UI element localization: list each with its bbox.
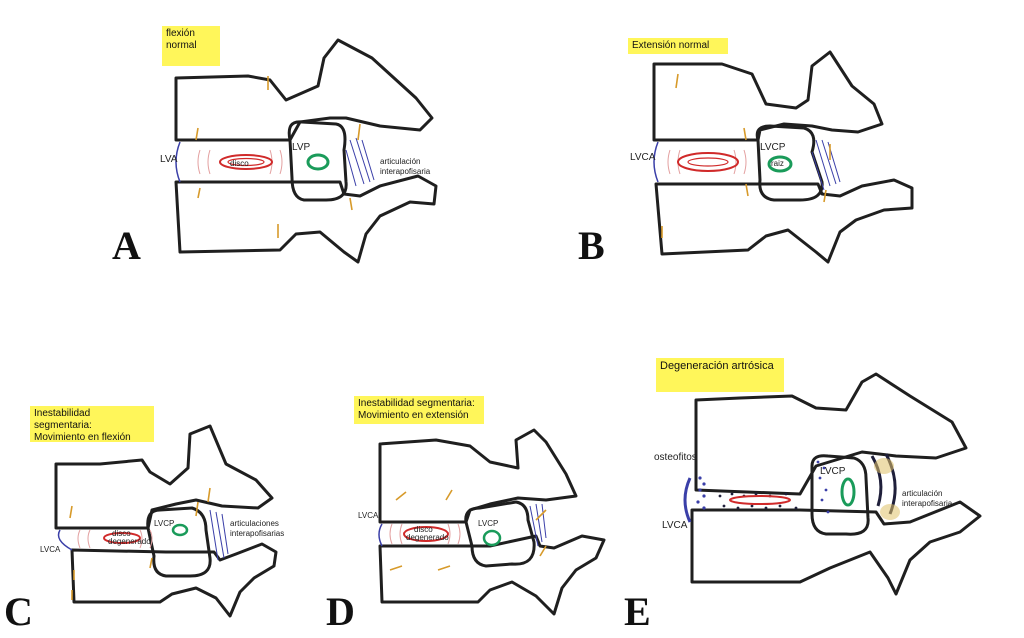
label-articulacion-2: interapofisaria [380, 167, 431, 176]
canal-outline [755, 124, 824, 202]
nerve-root [306, 153, 330, 171]
label-disco-2: degenerado [108, 537, 151, 546]
label-disco-1: disco [414, 525, 433, 534]
label-articulaciones-2: interapofisarias [230, 529, 284, 538]
motion-arrows [195, 76, 361, 238]
diagram-e: osteofitos LVCA LVCP articulación intera… [654, 372, 982, 596]
label-disco: disco [230, 159, 249, 168]
label-disco-1: disco [112, 529, 131, 538]
anterior-osteophyte [683, 477, 692, 523]
label-lvca: LVCA [40, 545, 61, 554]
label-lva: LVA [160, 154, 178, 165]
nerve-root [767, 155, 793, 173]
label-articulaciones-1: articulaciones [230, 519, 279, 528]
disc-nucleus [729, 495, 791, 505]
label-lvcp: LVCP [820, 466, 846, 477]
letter-e: E [624, 589, 651, 634]
label-lvca: LVCA [662, 520, 688, 531]
upper-vertebra [378, 428, 578, 524]
panel-d: Inestabilidad segmentaria: Movimiento en… [326, 380, 660, 638]
label-osteofitos: osteofitos [654, 452, 697, 463]
canal-outline [287, 120, 348, 202]
diagram-b: LVCA LVCP raiz [630, 50, 914, 264]
letter-c: C [4, 589, 33, 634]
label-raiz: raiz [771, 159, 784, 168]
lower-vertebra [70, 542, 278, 618]
osteophyte-dots [696, 460, 830, 514]
motion-arrows [69, 487, 211, 600]
anterior-ligament [57, 529, 73, 551]
motion-arrows [389, 489, 547, 571]
panel-c: Inestabilidad segmentaria: Movimiento en… [0, 380, 340, 638]
note-degeneracion-artrosica: Degeneración artrósica [656, 358, 784, 392]
label-lvcp: LVCP [760, 142, 786, 153]
label-lvcp: LVCP [478, 519, 498, 528]
note-inestabilidad-extension: Inestabilidad segmentaria: Movimiento en… [354, 396, 484, 424]
motion-arrows [661, 73, 831, 238]
label-lvca: LVCA [630, 152, 656, 163]
label-disco-2: degenerado [406, 533, 449, 542]
canal-outline [810, 454, 870, 536]
disc-nucleus [677, 152, 739, 172]
diagram-a: LVA disco LVP articulación interapofisar… [160, 38, 438, 264]
anterior-ligament [175, 141, 181, 183]
label-articulacion-2: interapofisaria [902, 499, 953, 508]
note-flexion-normal: flexión normal [162, 26, 220, 66]
label-articulacion-1: articulación [380, 157, 420, 166]
lower-vertebra [654, 178, 914, 264]
facet-hatching [209, 509, 229, 561]
lower-vertebra [690, 500, 982, 596]
label-articulacion-1: articulación [902, 489, 942, 498]
disc-nucleus-inner [227, 157, 265, 167]
disc-nucleus-inner [687, 157, 729, 167]
facet-hatching [529, 503, 547, 547]
note-extension-normal: Extensión normal [628, 38, 728, 54]
nerve-root [840, 477, 856, 507]
panel-e: Degeneración artrósica osteofitos LVCA L… [624, 350, 1024, 638]
nerve-root [171, 523, 189, 537]
label-lvp: LVP [292, 142, 310, 153]
diagram-c: LVCA LVCP disco degenerado articulacione… [40, 424, 284, 618]
anterior-ligament [378, 523, 383, 547]
nerve-root [482, 529, 502, 547]
upper-vertebra [54, 424, 274, 530]
panel-a: flexión normal LVA disco LVP art [0, 0, 512, 300]
canal-outline [464, 500, 536, 568]
disc-nucleus [403, 526, 449, 542]
lower-vertebra [174, 174, 438, 264]
label-lvca: LVCA [358, 511, 379, 520]
note-inestabilidad-flexion: Inestabilidad segmentaria: Movimiento en… [30, 406, 154, 443]
disc-lines [389, 523, 461, 545]
label-lvcp: LVCP [154, 519, 174, 528]
letter-a: A [112, 223, 141, 268]
facet-halo [874, 458, 900, 520]
canal-outline [146, 506, 212, 578]
disc-nucleus [219, 154, 273, 170]
disc-lines [667, 149, 747, 175]
panel-b: Extensión normal LVCA LVCP raiz B [512, 0, 1024, 300]
anterior-ligament [653, 141, 659, 183]
letter-d: D [326, 589, 355, 634]
upper-vertebra [174, 38, 434, 142]
lower-vertebra [378, 534, 606, 616]
disc-nucleus [103, 532, 141, 544]
disc-lines [77, 529, 153, 549]
letter-b: B [578, 223, 605, 268]
facet-hatching [345, 137, 375, 187]
diagram-d: LVCA LVCP disco degenerado [358, 428, 606, 616]
